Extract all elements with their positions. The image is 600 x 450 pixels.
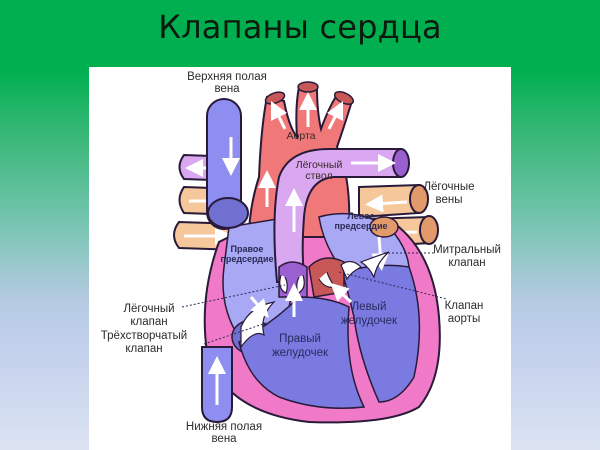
label-pulmonary-valve-2: клапан: [130, 316, 167, 328]
label-pulmonary-veins-2: вены: [436, 194, 463, 206]
mitral-valve: [340, 251, 390, 281]
pulmonary-valve: [279, 274, 305, 317]
label-aorta: Аорта: [287, 130, 316, 142]
label-inferior-vena-cava-2: вена: [211, 433, 237, 445]
label-left-ventricle: Левый: [352, 301, 387, 313]
label-right-ventricle: Правый: [279, 333, 321, 345]
label-mitral-valve-2: клапан: [448, 257, 485, 269]
slide-title: Клапаны сердца: [158, 8, 442, 46]
label-left-atrium-2: предсердие: [334, 221, 387, 231]
heart-diagram: Верхняя полая вена Аорта Лёгочный ствол …: [101, 71, 501, 445]
label-right-atrium: Правое: [231, 244, 264, 254]
label-right-ventricle-2: желудочек: [272, 347, 329, 359]
label-mitral-valve: Митральный: [433, 244, 501, 256]
label-aortic-valve: Клапан: [445, 300, 484, 312]
label-pulmonary-valve: Лёгочный: [123, 303, 174, 315]
label-pulmonary-trunk-2: ствол: [305, 170, 332, 182]
label-left-ventricle-2: желудочек: [341, 315, 398, 327]
label-right-atrium-2: предсердие: [220, 254, 273, 264]
superior-vena-cava: [206, 98, 249, 230]
aortic-valve: [318, 271, 353, 304]
label-aortic-valve-2: аорты: [448, 313, 480, 325]
left-atrium: [318, 212, 410, 273]
label-pulmonary-trunk: Лёгочный: [296, 159, 343, 171]
leader-lines: [181, 252, 448, 345]
label-inferior-vena-cava: Нижняя полая: [186, 421, 262, 433]
label-superior-vena-cava-2: вена: [214, 83, 240, 95]
label-tricuspid-valve-2: клапан: [125, 343, 162, 355]
label-superior-vena-cava: Верхняя полая: [187, 71, 267, 83]
label-tricuspid-valve: Трёхстворчатый: [101, 330, 187, 342]
label-pulmonary-veins: Лёгочные: [423, 181, 474, 193]
inferior-vena-cava: [201, 346, 233, 424]
tricuspid-valve: [240, 296, 276, 349]
heart-diagram-panel: Верхняя полая вена Аорта Лёгочный ствол …: [89, 67, 511, 450]
label-left-atrium: Левое: [347, 211, 374, 221]
